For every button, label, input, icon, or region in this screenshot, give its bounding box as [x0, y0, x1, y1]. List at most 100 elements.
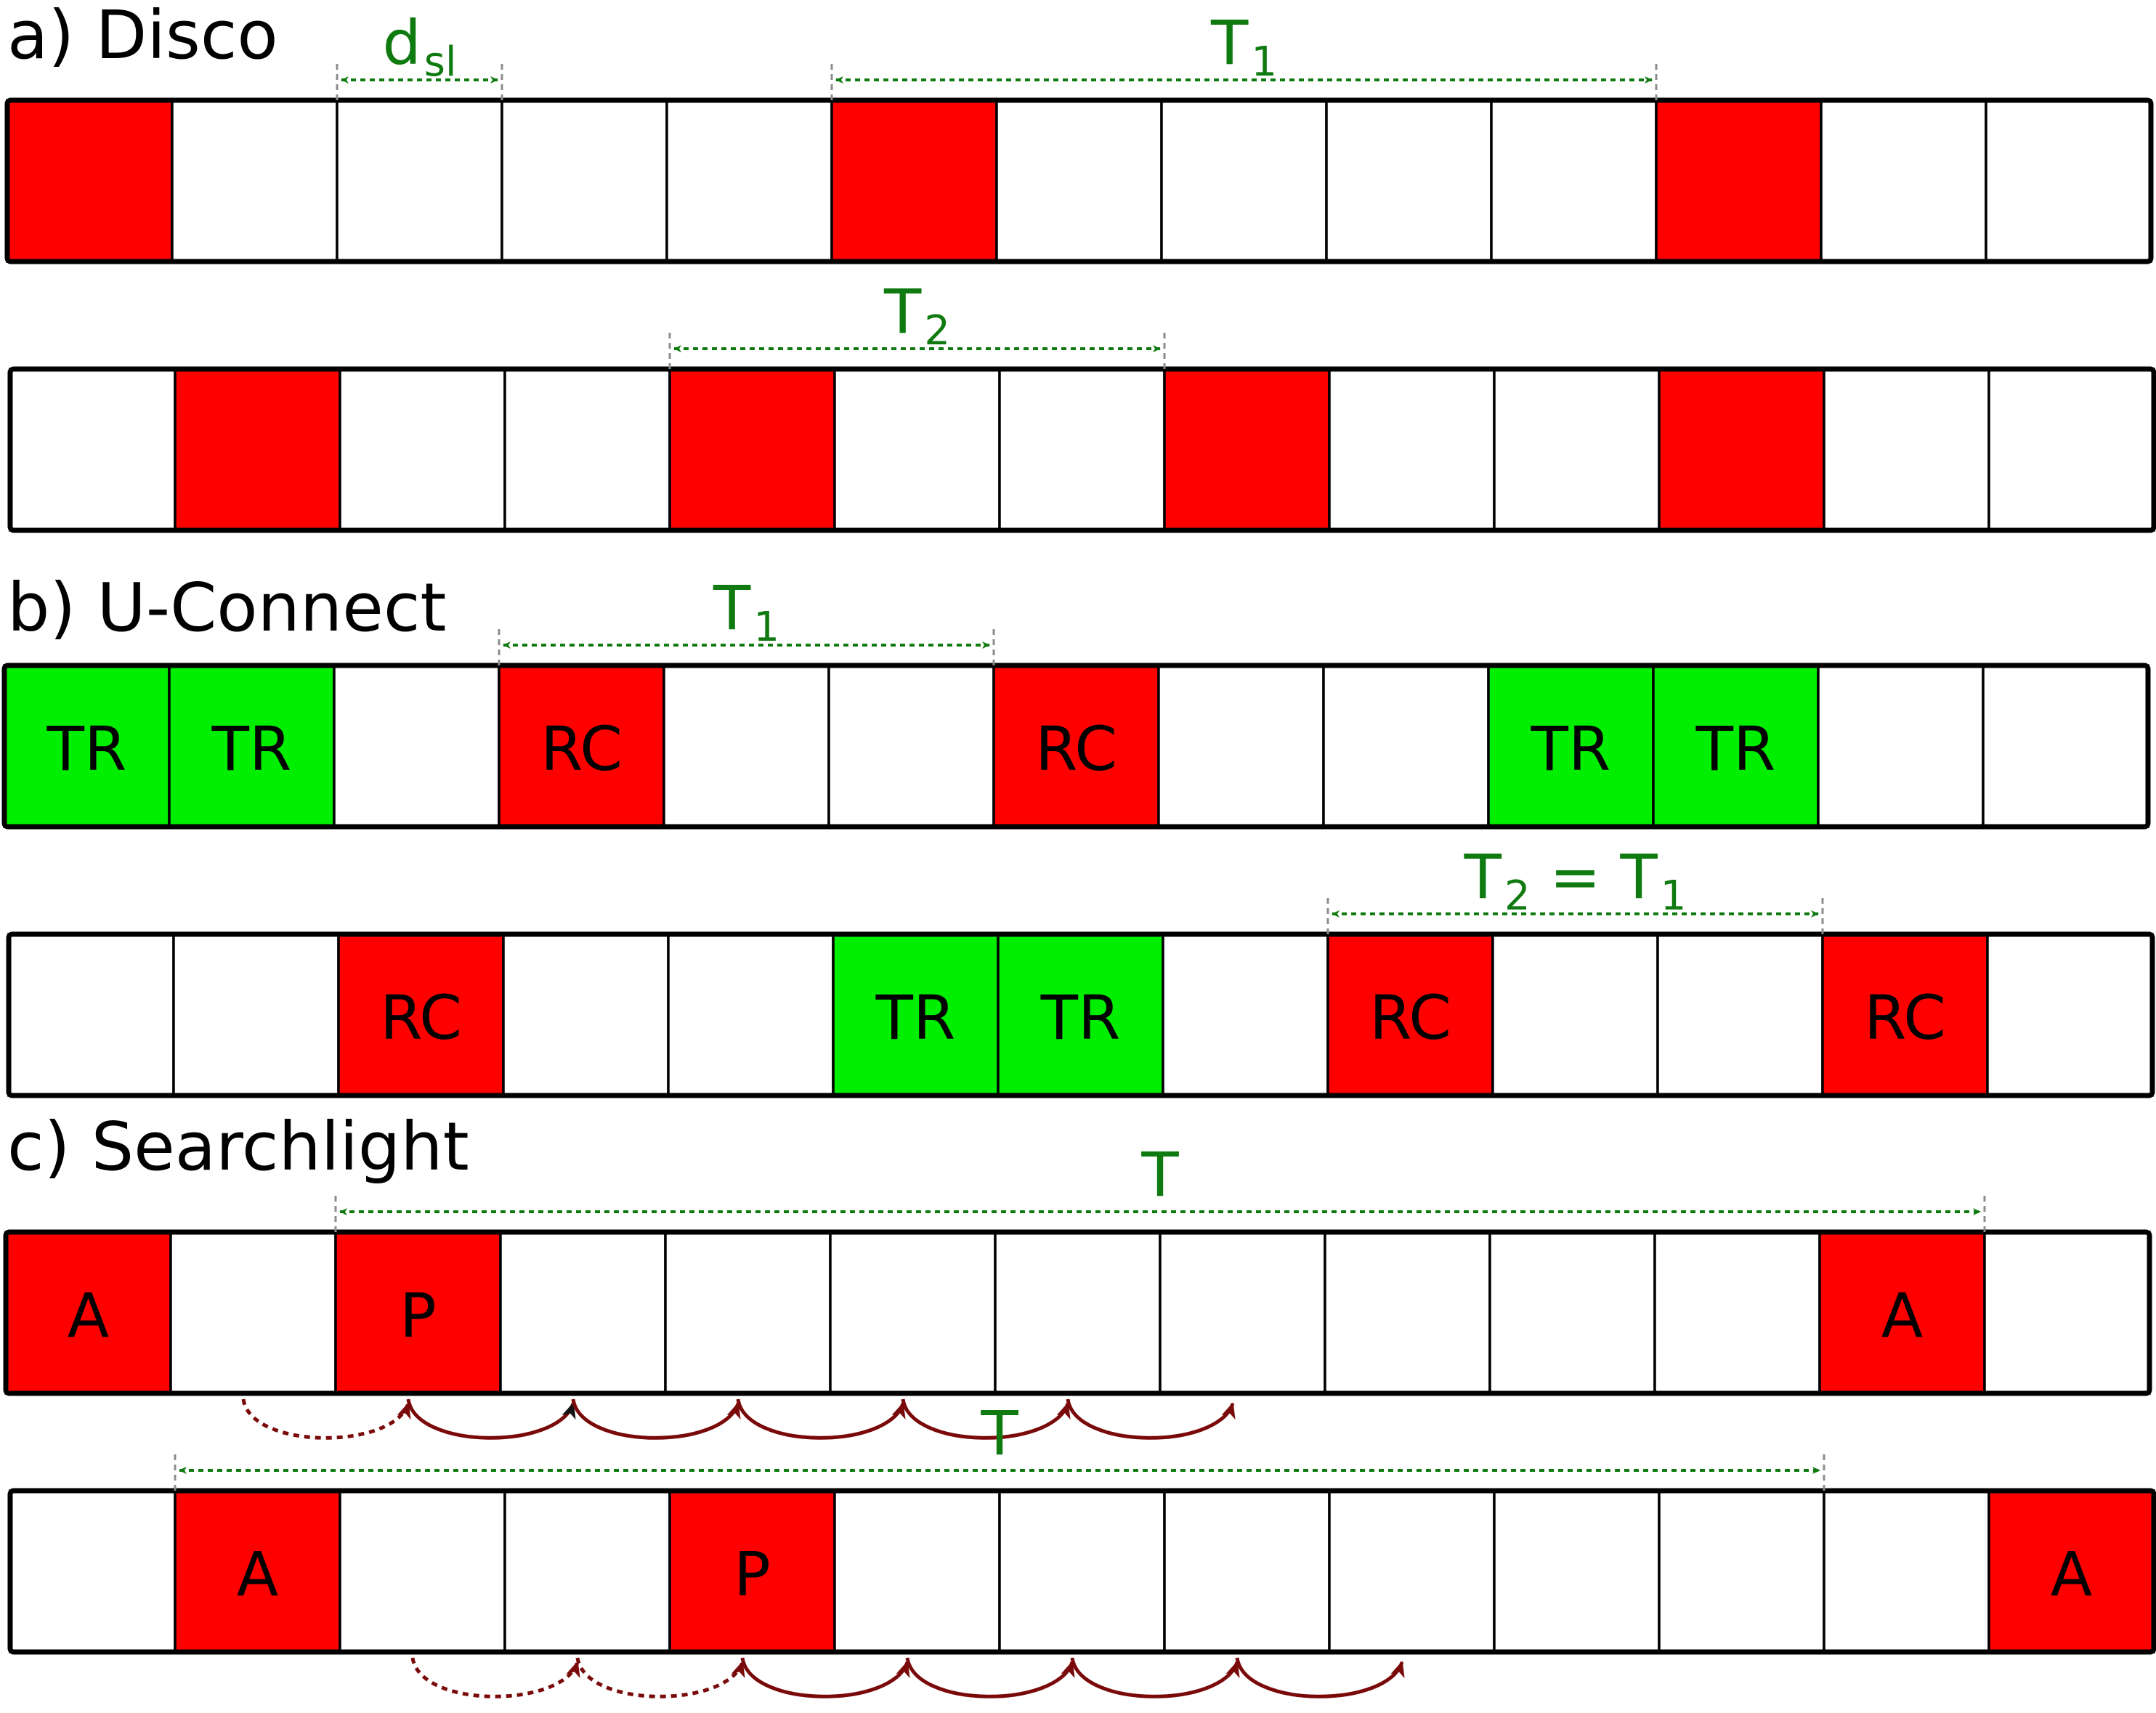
- empty-slot: [833, 1489, 1001, 1653]
- period-measure: T: [174, 1398, 1825, 1491]
- empty-slot: [1160, 99, 1328, 263]
- empty-slot: [1982, 664, 2149, 828]
- disco-node-2-row: T2: [7, 276, 2156, 533]
- empty-slot: [1653, 1231, 1821, 1395]
- slot-label: P: [400, 1280, 437, 1351]
- row-frame: [3, 1229, 2152, 1396]
- active-slot: [498, 664, 665, 828]
- slot-label: A: [1881, 1280, 1923, 1351]
- active-slot: [668, 368, 836, 532]
- measure-label: T: [1140, 1139, 1179, 1210]
- measure-main: T: [1210, 7, 1249, 78]
- slot-label: TR: [46, 713, 127, 785]
- slot-label: RC: [1035, 713, 1117, 785]
- empty-slot: [1656, 933, 1824, 1097]
- probe-hop-arrow: [901, 1398, 1071, 1440]
- measure-label: T1: [1210, 7, 1277, 86]
- empty-slot: [829, 1231, 997, 1395]
- empty-slot: [998, 1489, 1166, 1653]
- empty-slot: [336, 99, 503, 263]
- slot-label: A: [2051, 1539, 2092, 1610]
- measure-label: T1: [713, 572, 779, 651]
- measure-main: T: [980, 1398, 1018, 1469]
- empty-slot: [1493, 1489, 1661, 1653]
- measure-label: T2: [883, 276, 950, 355]
- active-slot: [1163, 368, 1331, 532]
- transmit-slot: [1652, 664, 1820, 828]
- empty-slot: [994, 1231, 1162, 1395]
- section-title-searchlight: c) Searchlight: [7, 1108, 469, 1186]
- active-slot: [1818, 1231, 1986, 1395]
- slot-label: RC: [380, 982, 462, 1053]
- active-slot: [992, 664, 1160, 828]
- slot-label: A: [237, 1539, 278, 1610]
- measure-subscript: sl: [424, 39, 457, 86]
- active-slot: [1658, 368, 1825, 532]
- empty-slot: [1823, 368, 1990, 532]
- slot-label: RC: [1864, 982, 1946, 1053]
- empty-slot: [169, 1231, 337, 1395]
- period-measure: T1: [498, 572, 995, 665]
- measure-main: T: [1140, 1139, 1179, 1210]
- measure-main: T: [883, 276, 922, 347]
- empty-slot: [1658, 1489, 1825, 1653]
- empty-slot: [1987, 368, 2155, 532]
- period-measure: T1: [830, 7, 1658, 100]
- probe-hop-arrow: [571, 1398, 741, 1440]
- empty-slot: [1322, 664, 1490, 828]
- row-frame: [4, 97, 2154, 264]
- active-slot: [1655, 99, 1823, 263]
- active-slot: [337, 933, 505, 1097]
- row-frame: [7, 1488, 2156, 1655]
- probe-hop-arrow: [740, 1657, 910, 1698]
- active-slot: [830, 99, 998, 263]
- empty-slot: [1162, 933, 1329, 1097]
- measure-subscript: 2: [924, 307, 950, 355]
- empty-slot: [1157, 664, 1325, 828]
- empty-slot: [503, 368, 671, 532]
- empty-slot: [9, 368, 177, 532]
- measure-relation: = T: [1531, 841, 1658, 912]
- empty-slot: [1328, 1489, 1496, 1653]
- empty-slot: [1163, 1489, 1331, 1653]
- slot-label: P: [734, 1539, 771, 1610]
- empty-slot: [1986, 933, 2154, 1097]
- empty-slot: [1817, 664, 1985, 828]
- transmit-slot: [3, 664, 171, 828]
- measure-main: d: [382, 7, 421, 78]
- empty-slot: [667, 933, 835, 1097]
- period-measure: dsl: [336, 7, 503, 100]
- probe-hop-arrow: [905, 1657, 1075, 1698]
- period-measure: T: [334, 1139, 1986, 1232]
- measure-label: dsl: [382, 7, 456, 86]
- probe-hop-arrow: [1235, 1657, 1405, 1698]
- measure-subscript: 2: [1504, 872, 1531, 920]
- section-title-uconnect: b) U-Connect: [7, 569, 446, 647]
- active-slot: [1821, 933, 1989, 1097]
- empty-slot: [1328, 368, 1496, 532]
- section-title-disco: a) Disco: [7, 0, 278, 74]
- measure-label: T: [980, 1398, 1018, 1469]
- empty-slot: [1491, 933, 1659, 1097]
- slot-label: TR: [1040, 982, 1121, 1053]
- row-frame: [6, 931, 2155, 1098]
- empty-slot: [995, 99, 1163, 263]
- empty-slot: [1983, 1231, 2151, 1395]
- probe-hop-dotted-arrow: [241, 1398, 411, 1440]
- probe-hop-arrow: [1066, 1398, 1236, 1440]
- empty-slot: [7, 933, 175, 1097]
- empty-slot: [339, 368, 506, 532]
- probe-hop-arrow: [1070, 1657, 1240, 1698]
- transmit-slot: [1487, 664, 1655, 828]
- empty-slot: [1823, 1489, 1990, 1653]
- empty-slot: [172, 933, 340, 1097]
- slot-label: TR: [211, 713, 292, 785]
- probe-hop-dotted-arrow: [410, 1657, 580, 1698]
- empty-slot: [827, 664, 995, 828]
- empty-slot: [9, 1489, 177, 1653]
- slot-label: TR: [1695, 713, 1776, 785]
